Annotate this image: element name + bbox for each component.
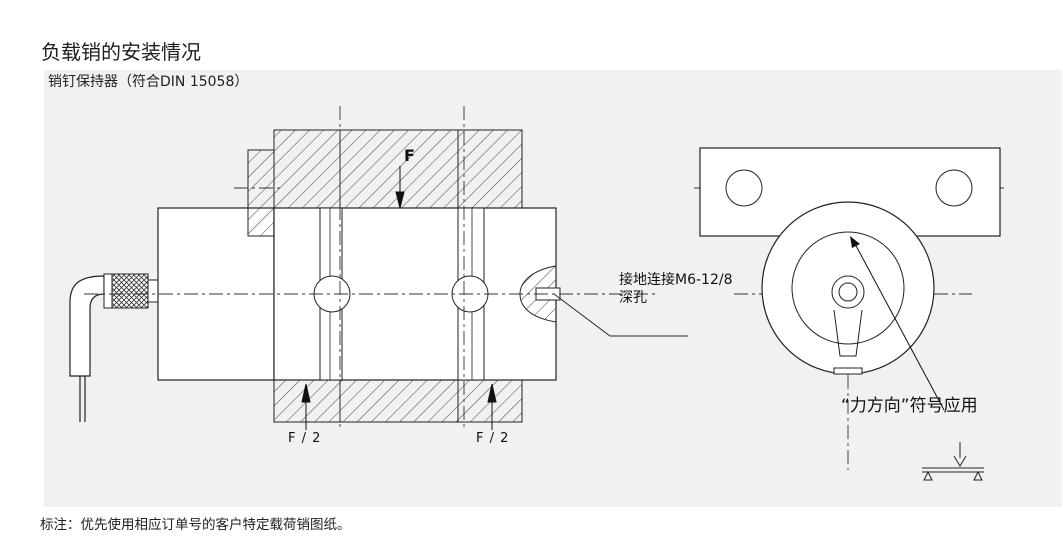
installation-diagram: F F / 2 F / 2 接地连接M6-12/8深孔 “力方向”符号应用: [44, 70, 1062, 507]
end-view: [699, 147, 1001, 411]
force-direction-label: “力方向”符号应用: [841, 396, 978, 416]
subtitle: 销钉保持器（符合DIN 15058）: [48, 74, 249, 90]
support-plates: [273, 129, 523, 423]
ground-leader: [553, 293, 688, 337]
half-force-left-label: F / 2: [288, 431, 322, 446]
diagram-svg: [69, 106, 1004, 481]
force-symbol: [922, 442, 984, 481]
footnote: 标注：优先使用相应订单号的客户特定载荷销图纸。: [40, 517, 351, 533]
ground-connection-label: 接地连接M6-12/8深孔: [619, 272, 733, 306]
half-force-right-label: F / 2: [476, 431, 510, 446]
force-arrows: [301, 166, 497, 430]
page-title: 负载销的安装情况: [41, 40, 201, 64]
cable-plug: [69, 273, 159, 422]
force-label: F: [404, 146, 415, 165]
